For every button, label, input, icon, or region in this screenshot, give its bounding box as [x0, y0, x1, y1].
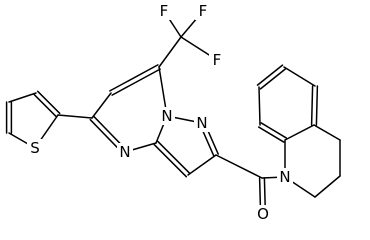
atom-label-n-bridge: N: [161, 107, 172, 125]
atom-label-background: [194, 114, 210, 132]
atom-label-background: [195, 2, 211, 20]
atom-label-s: S: [30, 139, 40, 157]
single-bond: [187, 154, 217, 176]
atom-label-f1: F: [160, 2, 169, 20]
single-bond: [284, 124, 315, 141]
double-bond-line: [36, 90, 61, 115]
atom-label-n-q: N: [279, 168, 290, 186]
double-bond-line: [256, 64, 284, 86]
double-bond-line: [310, 85, 314, 126]
double-bond-line: [315, 85, 319, 126]
atom-label-background: [156, 2, 172, 20]
atom-label-o: O: [257, 205, 269, 223]
double-bond-line: [33, 93, 58, 118]
single-bond: [314, 175, 341, 198]
atom-label-background: [27, 139, 43, 157]
atom-label-background: [209, 51, 225, 69]
single-bond: [283, 66, 316, 87]
single-bond: [313, 124, 341, 141]
atom-label-n-pz: N: [196, 114, 207, 132]
double-bond-line: [156, 140, 191, 175]
single-bond: [8, 92, 37, 103]
molecule-structure: F F F N N N S O N: [5, 2, 341, 223]
atom-label-background: [255, 205, 271, 223]
single-bond: [91, 92, 112, 119]
atom-label-background: [117, 143, 133, 161]
atom-label-n-pym: N: [119, 143, 130, 161]
double-bond-line: [258, 126, 285, 143]
single-bond: [215, 154, 263, 179]
atom-label-f2: F: [199, 2, 208, 20]
single-bond: [258, 86, 261, 126]
double-bond-line: [259, 68, 287, 90]
atom-label-background: [277, 168, 293, 186]
double-bond-line: [109, 64, 159, 92]
single-bond: [57, 114, 93, 119]
single-bond: [158, 36, 182, 68]
atom-label-layer: F F F N N N S O N: [27, 2, 293, 223]
atom-label-f3: F: [213, 51, 222, 69]
double-bond-line: [111, 68, 161, 96]
double-bond-line: [260, 122, 287, 139]
atom-label-background: [159, 107, 175, 125]
double-bond-line: [153, 143, 188, 178]
